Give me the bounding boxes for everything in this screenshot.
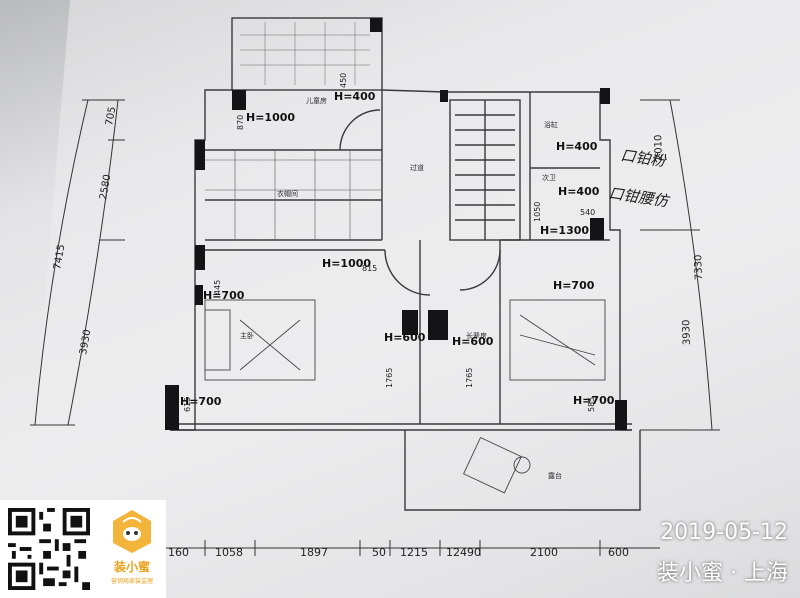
dim-number: 450 [339, 73, 348, 88]
dim-number: 815 [362, 264, 377, 273]
dim-bottom: 1897 [300, 546, 328, 559]
room-label-master: 主卧 [240, 331, 254, 340]
room-label-elder: 长辈房 [466, 331, 487, 340]
bee-hexagon-icon [113, 510, 151, 553]
dim-bottom: 50 [372, 546, 386, 559]
dim-number: 445 [213, 280, 222, 295]
dim-number: 1765 [385, 368, 394, 388]
dim-total-left: 7415 [52, 244, 67, 271]
dim-number: 1765 [465, 368, 474, 388]
room-label-balcony: 露台 [548, 471, 562, 480]
dim-bottom: 160 [168, 546, 189, 559]
brand-name: 装小蜜 [113, 560, 150, 574]
room-label-child: 儿童房 [306, 96, 327, 105]
dim-left: 2580 [98, 174, 113, 201]
qr-code-icon [8, 508, 90, 590]
dim-bottom: 2100 [530, 546, 558, 559]
dim-total-right: 7330 [693, 254, 705, 280]
height-mark: H=600 [452, 335, 494, 348]
brand-tagline: 营销局家装监理 [110, 578, 153, 585]
photo-location-stamp: 装小蜜 · 上海 [657, 561, 788, 586]
height-mark: H=400 [334, 90, 376, 103]
dim-number: 540 [580, 208, 595, 217]
brand-logo: 装小蜜 营销局家装监理 [104, 508, 160, 590]
dim-right: 2010 [653, 134, 665, 160]
dim-left: 3930 [78, 329, 93, 356]
dim-right: 3930 [681, 319, 693, 345]
room-label-bath: 浴缸 [544, 120, 558, 129]
dim-number: 585 [587, 397, 596, 412]
dim-bottom: 600 [608, 546, 629, 559]
room-label-closet: 衣帽间 [277, 189, 298, 198]
dim-bottom: 1058 [215, 546, 243, 559]
dim-bottom: 12490 [446, 546, 481, 559]
height-mark: H=1000 [246, 111, 295, 124]
dim-left: 705 [104, 106, 118, 127]
height-mark: H=400 [558, 185, 600, 198]
watermark-badge: 装小蜜 营销局家装监理 [0, 500, 166, 598]
height-mark: H=700 [573, 394, 615, 407]
dim-bottom: 1215 [400, 546, 428, 559]
height-mark: H=1000 [322, 257, 371, 270]
height-mark: H=1300 [540, 224, 589, 237]
height-mark: H=700 [553, 279, 595, 292]
height-mark: H=400 [556, 140, 598, 153]
dim-number: 615 [183, 397, 192, 412]
photo-date-stamp: 2019-05-12 [660, 520, 788, 545]
height-mark: H=700 [180, 395, 222, 408]
dim-number: 1050 [533, 202, 542, 222]
dim-number: 870 [236, 115, 245, 130]
height-mark: H=600 [384, 331, 426, 344]
height-mark: H=700 [203, 289, 245, 302]
room-label-bath2: 次卫 [542, 173, 556, 182]
room-label-corridor: 过道 [410, 163, 424, 172]
